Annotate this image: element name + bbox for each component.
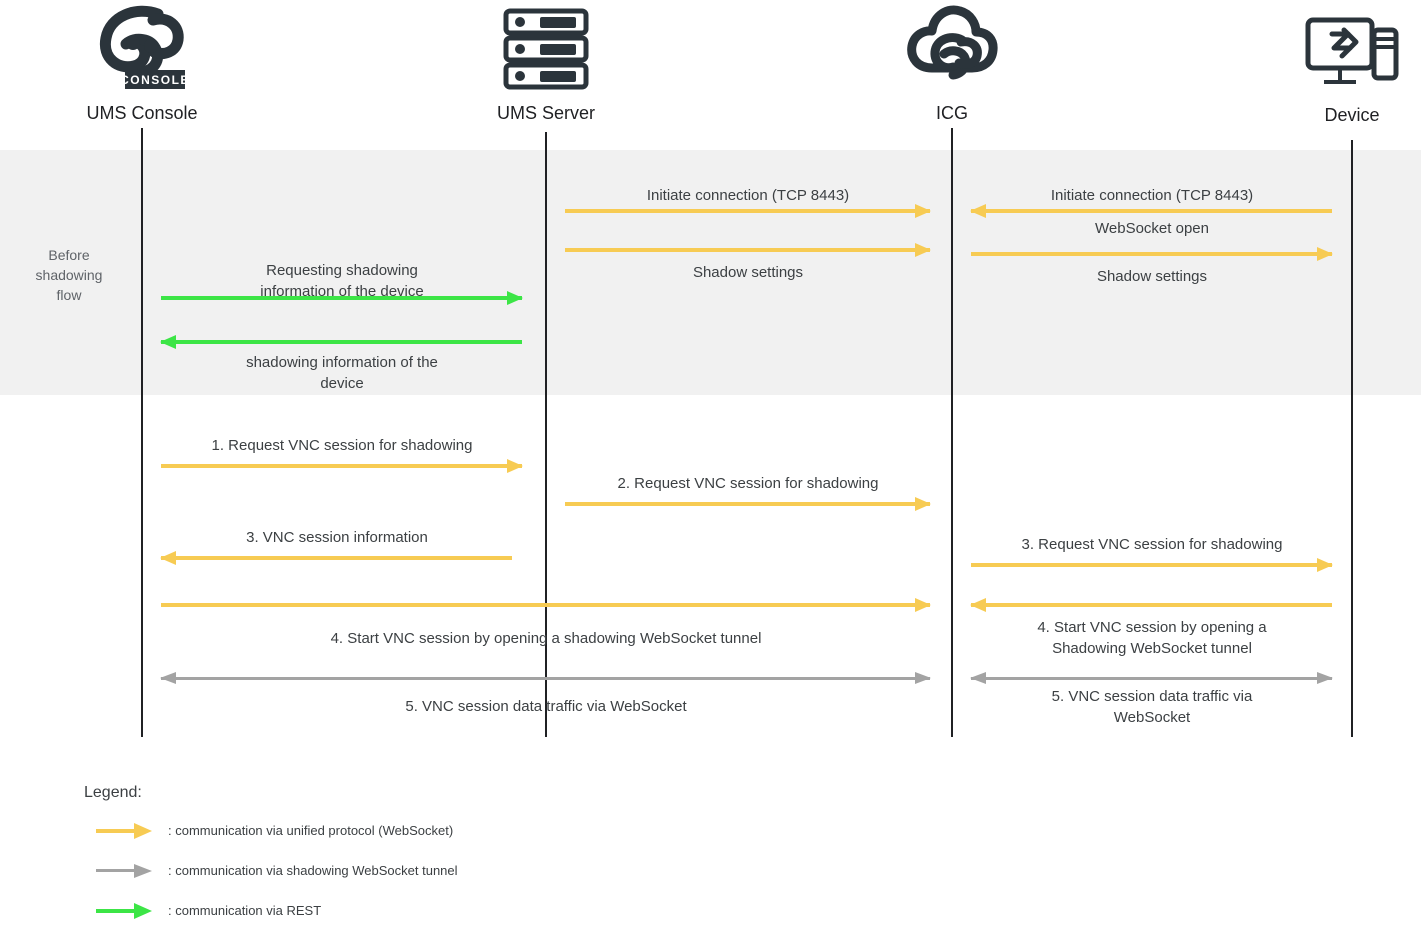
- arrow-head: [915, 204, 931, 218]
- legend-label-unified-protocol: : communication via unified protocol (We…: [168, 823, 454, 838]
- caption-line-1: 4. Start VNC session by opening a: [1037, 619, 1267, 636]
- caption-line-2: Shadowing WebSocket tunnel: [1052, 640, 1252, 657]
- arrow-head: [915, 598, 931, 612]
- actor-label-device: Device: [1324, 105, 1380, 125]
- arrow-head: [970, 598, 986, 612]
- legend-arrow-line: [96, 869, 138, 872]
- lifeline-ums-server: [545, 132, 547, 737]
- legend-title: Legend:: [84, 784, 142, 801]
- arrow-line: [971, 677, 1332, 680]
- desktop-computer-icon: [1272, 12, 1421, 99]
- lifeline-device: [1351, 140, 1353, 737]
- actor-ums-console: CONSOLE UMS Console: [62, 4, 222, 124]
- arrow-line: [565, 248, 930, 252]
- arrow-line: [971, 603, 1332, 607]
- legend-arrow-yellow-icon: [96, 823, 152, 839]
- arrow-head: [1317, 558, 1333, 572]
- actor-label-ums-console: UMS Console: [86, 103, 198, 123]
- cloud-gateway-icon: [872, 2, 1032, 97]
- caption-step-5-device: 5. VNC session data traffic via WebSocke…: [972, 686, 1332, 728]
- actor-label-icg: ICG: [935, 103, 968, 123]
- caption-requesting-shadowing-info: Requesting shadowing information of the …: [162, 260, 522, 302]
- arrow-line: [971, 563, 1332, 567]
- arrow-head: [1317, 247, 1333, 261]
- ums-console-logo-icon: CONSOLE: [62, 4, 222, 97]
- arrow-line: [565, 209, 930, 213]
- legend-arrow-head: [134, 823, 152, 839]
- server-rack-icon: [466, 6, 626, 97]
- phase-label: Before shadowing flow: [0, 245, 138, 305]
- legend-label-shadowing-tunnel: : communication via shadowing WebSocket …: [168, 863, 458, 878]
- actor-icg: ICG: [872, 2, 1032, 124]
- caption-shadow-settings-server: Shadow settings: [692, 264, 804, 281]
- caption-initiate-connection-server: Initiate connection (TCP 8443): [646, 187, 850, 204]
- caption-line-2: device: [320, 375, 364, 392]
- lifeline-icg: [951, 128, 953, 737]
- lifeline-ums-console: [141, 128, 143, 737]
- caption-line-1: shadowing information of the: [246, 354, 438, 371]
- caption-websocket-open: WebSocket open: [1095, 220, 1209, 237]
- arrow-line: [161, 296, 522, 300]
- caption-step-2: 2. Request VNC session for shadowing: [617, 475, 879, 492]
- caption-step-1: 1. Request VNC session for shadowing: [211, 437, 473, 454]
- arrow-head-right: [1317, 672, 1333, 684]
- legend-arrow-gray-icon: [96, 864, 152, 878]
- svg-text:CONSOLE: CONSOLE: [120, 73, 188, 87]
- arrow-head: [160, 551, 176, 565]
- phase-label-line1: Before: [48, 247, 90, 263]
- arrow-line: [161, 677, 930, 680]
- caption-line-1: Requesting shadowing: [266, 262, 418, 279]
- arrow-head-right: [915, 672, 931, 684]
- arrow-line: [161, 603, 930, 607]
- caption-shadow-settings-icg: Shadow settings: [1096, 268, 1208, 285]
- caption-line-1: 5. VNC session data traffic via: [1051, 688, 1253, 705]
- arrow-head-left: [970, 672, 986, 684]
- caption-step-5-console: 5. VNC session data traffic via WebSocke…: [405, 698, 687, 715]
- arrow-head: [915, 497, 931, 511]
- arrow-line: [971, 252, 1332, 256]
- caption-line-2: WebSocket: [1113, 709, 1191, 726]
- legend-arrow-line: [96, 829, 138, 833]
- legend-arrow-head: [134, 864, 152, 878]
- actor-ums-server: UMS Server: [466, 6, 626, 124]
- caption-step-4-device: 4. Start VNC session by opening a Shadow…: [972, 617, 1332, 659]
- caption-step-3-icg: 3. Request VNC session for shadowing: [1021, 536, 1283, 553]
- caption-step-3-response: 3. VNC session information: [246, 529, 428, 546]
- phase-label-line2: shadowing: [35, 267, 103, 283]
- arrow-line: [565, 502, 930, 506]
- legend-arrow-line: [96, 909, 138, 913]
- arrow-head: [970, 204, 986, 218]
- arrow-line: [161, 340, 522, 344]
- actor-device: Device: [1272, 12, 1421, 126]
- arrow-line: [161, 556, 512, 560]
- actor-label-ums-server: UMS Server: [496, 103, 595, 123]
- caption-line-2: information of the device: [260, 283, 424, 300]
- legend-label-rest: : communication via REST: [168, 903, 322, 918]
- arrow-head: [160, 335, 176, 349]
- before-shadowing-phase-band: [0, 150, 1421, 395]
- phase-label-line3: flow: [56, 287, 82, 303]
- arrow-head: [915, 243, 931, 257]
- arrow-head-left: [160, 672, 176, 684]
- caption-initiate-connection-device: Initiate connection (TCP 8443): [1050, 187, 1254, 204]
- arrow-line: [971, 209, 1332, 213]
- caption-shadowing-info-response: shadowing information of the device: [162, 352, 522, 394]
- legend-arrow-head: [134, 903, 152, 919]
- arrow-head: [507, 291, 523, 305]
- arrow-head: [507, 459, 523, 473]
- caption-step-4-console: 4. Start VNC session by opening a shadow…: [330, 630, 762, 647]
- arrow-line: [161, 464, 522, 468]
- legend-arrow-green-icon: [96, 903, 152, 919]
